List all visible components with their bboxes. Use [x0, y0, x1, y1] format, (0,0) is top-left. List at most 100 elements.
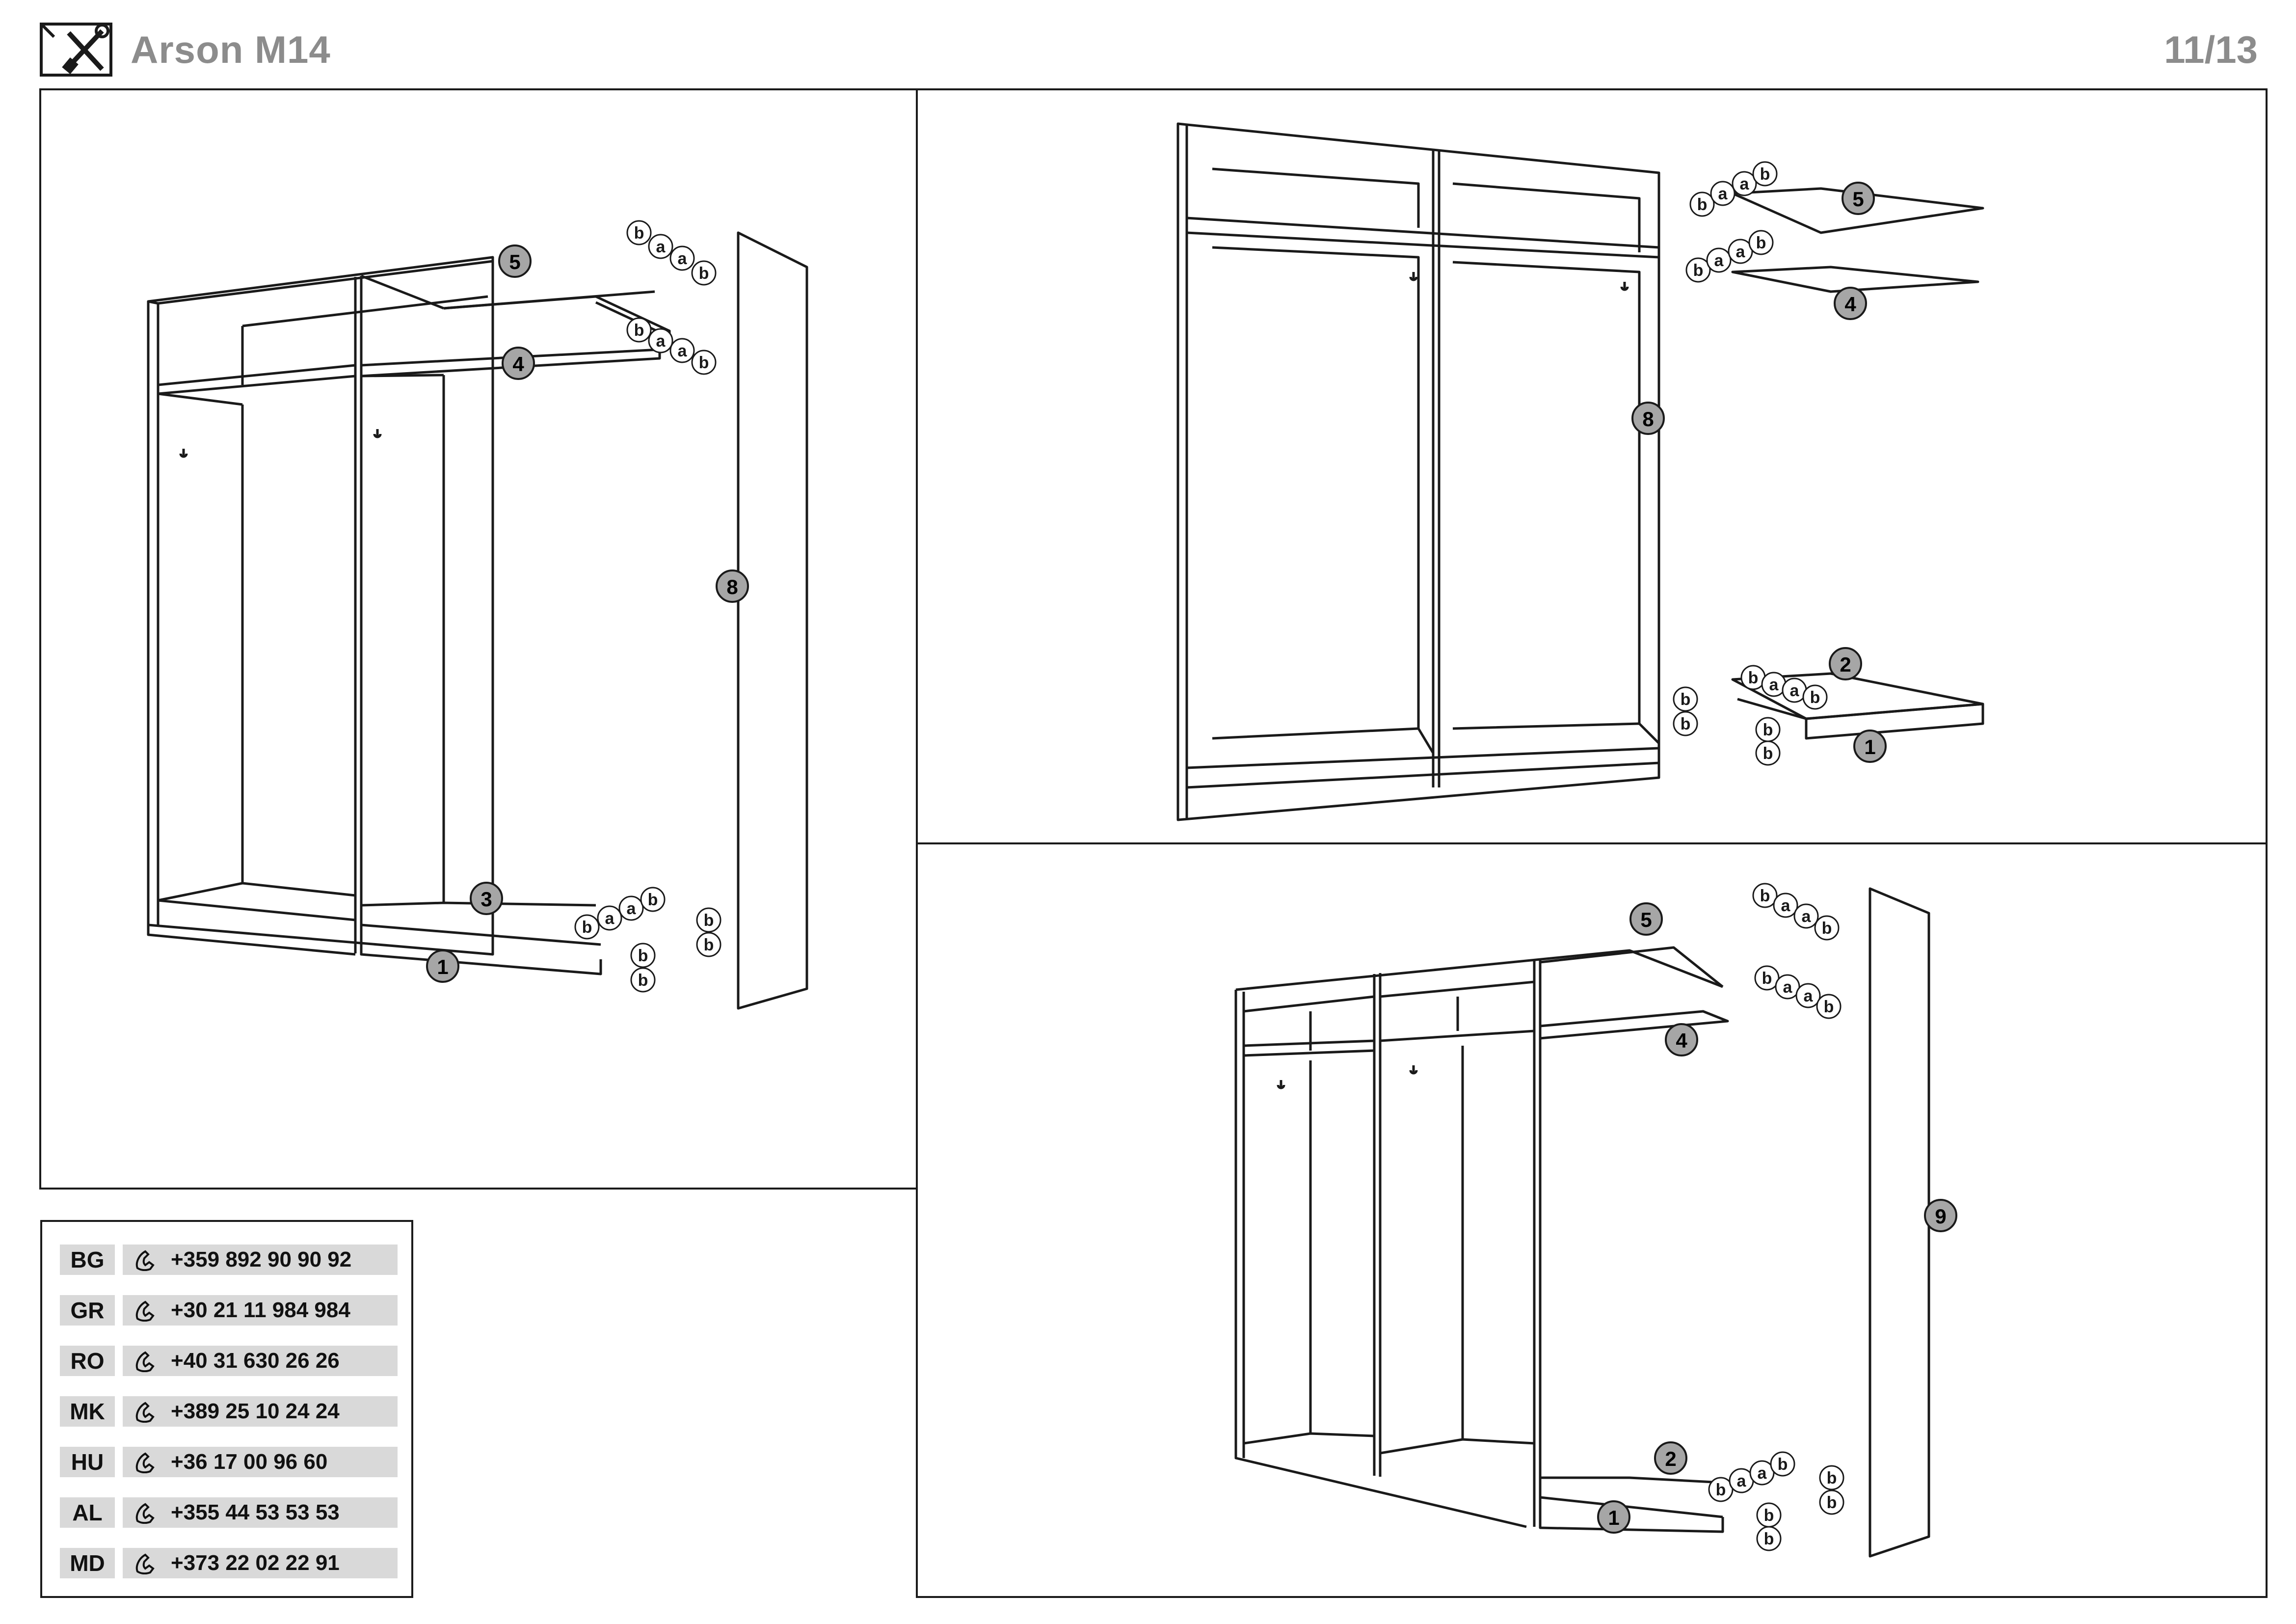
svg-text:b: b	[638, 971, 648, 990]
callout-part-5: 5	[1629, 902, 1663, 936]
svg-text:b: b	[1681, 690, 1691, 709]
phone-number: +30 21 11 984 984	[171, 1298, 350, 1322]
svg-text:b: b	[1763, 744, 1773, 763]
svg-text:1: 1	[437, 955, 448, 978]
callout-part-5: 5	[1842, 182, 1875, 215]
callout-part-5: 5	[498, 244, 532, 278]
callout-part-1: 1	[1853, 730, 1887, 763]
svg-text:5: 5	[1640, 908, 1652, 931]
svg-text:8: 8	[1642, 407, 1654, 431]
svg-text:b: b	[1762, 969, 1772, 988]
svg-text:b: b	[1763, 721, 1773, 739]
svg-text:a: a	[1740, 175, 1750, 193]
contact-row: GR +30 21 11 984 984	[60, 1295, 399, 1326]
page-header: Arson M14 11/13	[0, 0, 2296, 83]
phone-icon	[135, 1351, 155, 1372]
svg-text:b: b	[1822, 919, 1832, 938]
svg-text:b: b	[648, 891, 658, 909]
svg-text:b: b	[1697, 195, 1708, 214]
svg-text:b: b	[1764, 1530, 1774, 1548]
phone-field: +30 21 11 984 984	[123, 1295, 398, 1326]
phone-icon	[135, 1452, 155, 1473]
phone-field: +36 17 00 96 60	[123, 1447, 398, 1477]
svg-text:b: b	[699, 264, 709, 283]
svg-text:b: b	[704, 911, 714, 930]
svg-text:a: a	[1736, 243, 1746, 261]
callout-part-1: 1	[1597, 1500, 1630, 1534]
country-code: MK	[60, 1396, 115, 1427]
svg-text:b: b	[1778, 1455, 1788, 1474]
svg-text:b: b	[699, 353, 709, 372]
phone-field: +40 31 630 26 26	[123, 1346, 398, 1376]
svg-text:1: 1	[1864, 735, 1875, 758]
callout-part-2: 2	[1829, 647, 1862, 680]
support-contacts-table: BG +359 892 90 90 92 GR +30 21 11 984 98…	[40, 1220, 413, 1598]
svg-text:b: b	[1824, 998, 1834, 1016]
svg-text:a: a	[1783, 978, 1793, 997]
svg-text:a: a	[678, 342, 688, 360]
page-number: 11/13	[2164, 28, 2258, 71]
country-code: BG	[60, 1245, 115, 1275]
svg-text:a: a	[1769, 676, 1779, 694]
phone-number: +389 25 10 24 24	[171, 1399, 340, 1423]
phone-icon	[135, 1503, 155, 1524]
svg-text:a: a	[605, 909, 615, 928]
svg-text:a: a	[1714, 251, 1724, 270]
country-code: GR	[60, 1295, 115, 1326]
svg-text:b: b	[1748, 669, 1759, 687]
phone-icon	[135, 1300, 155, 1322]
svg-text:b: b	[1760, 165, 1770, 184]
hardware-callouts	[1673, 161, 1828, 766]
product-title: Arson M14	[131, 28, 331, 71]
phone-icon	[135, 1250, 155, 1271]
svg-text:b: b	[704, 936, 714, 954]
svg-text:b: b	[582, 918, 592, 937]
callout-part-4: 4	[1665, 1023, 1698, 1056]
svg-text:1: 1	[1608, 1506, 1619, 1529]
svg-text:b: b	[634, 321, 644, 340]
svg-text:b: b	[1810, 688, 1820, 707]
svg-text:b: b	[1827, 1469, 1837, 1488]
callout-part-4: 4	[502, 347, 535, 380]
svg-text:a: a	[656, 332, 666, 351]
svg-text:a: a	[656, 238, 666, 256]
assembly-tools-icon	[40, 23, 112, 77]
svg-text:a: a	[1718, 185, 1728, 203]
svg-text:3: 3	[481, 888, 492, 911]
phone-icon	[135, 1402, 155, 1423]
svg-text:a: a	[1802, 907, 1812, 926]
hardware-callouts	[574, 220, 721, 993]
phone-number: +373 22 02 22 91	[171, 1551, 340, 1575]
svg-text:b: b	[638, 947, 648, 965]
svg-text:5: 5	[509, 250, 520, 273]
svg-text:4: 4	[512, 352, 524, 376]
callout-part-8: 8	[716, 569, 749, 603]
part-callouts: 5 4 8 2 1	[1631, 182, 1887, 763]
svg-text:a: a	[678, 249, 688, 268]
svg-text:a: a	[1804, 987, 1814, 1005]
phone-field: +373 22 02 22 91	[123, 1548, 398, 1578]
svg-text:4: 4	[1676, 1029, 1687, 1052]
svg-text:a: a	[1737, 1472, 1747, 1490]
contact-row: HU +36 17 00 96 60	[60, 1447, 399, 1477]
hardware-callouts	[1708, 883, 1844, 1551]
phone-number: +40 31 630 26 26	[171, 1349, 340, 1373]
callout-part-4: 4	[1834, 287, 1867, 320]
callout-part-3: 3	[470, 882, 503, 915]
country-code: AL	[60, 1497, 115, 1528]
svg-text:b: b	[634, 224, 644, 243]
contact-row: MK +389 25 10 24 24	[60, 1396, 399, 1427]
svg-text:b: b	[1827, 1493, 1837, 1512]
svg-text:2: 2	[1665, 1447, 1676, 1470]
svg-text:b: b	[1764, 1506, 1774, 1525]
svg-text:b: b	[1756, 234, 1766, 252]
svg-text:a: a	[1790, 681, 1800, 700]
svg-text:2: 2	[1840, 653, 1851, 676]
contact-row: AL +355 44 53 53 53	[60, 1497, 399, 1528]
svg-text:a: a	[1781, 896, 1791, 915]
svg-text:a: a	[627, 899, 637, 918]
phone-icon	[135, 1553, 155, 1574]
svg-text:b: b	[1693, 261, 1704, 280]
